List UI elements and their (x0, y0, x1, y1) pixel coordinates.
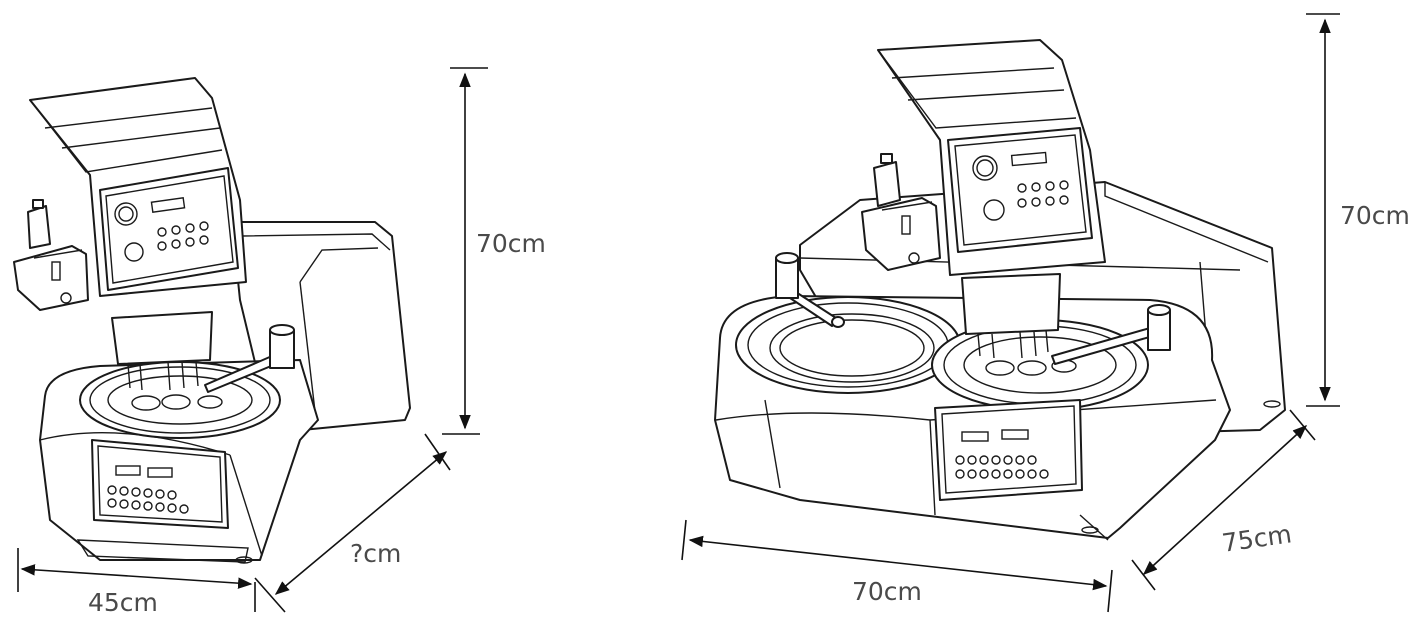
double-depth-dimension (1131, 409, 1316, 591)
double-width-label: 70cm (852, 577, 922, 606)
double-height-dimension (1306, 13, 1340, 407)
single-depth-dimension (254, 433, 451, 613)
double-width-dimension (681, 519, 1113, 613)
single-height-dimension (442, 67, 488, 435)
single-depth-label: ?cm (350, 539, 401, 568)
single-width-dimension (17, 548, 256, 612)
double-disc-machine-drawing (714, 39, 1286, 541)
double-depth-label: 75cm (1220, 519, 1293, 557)
single-height-label: 70cm (476, 229, 546, 258)
single-disc-machine-drawing (13, 77, 411, 564)
double-height-label: 70cm (1340, 201, 1410, 230)
single-width-label: 45cm (88, 588, 158, 617)
